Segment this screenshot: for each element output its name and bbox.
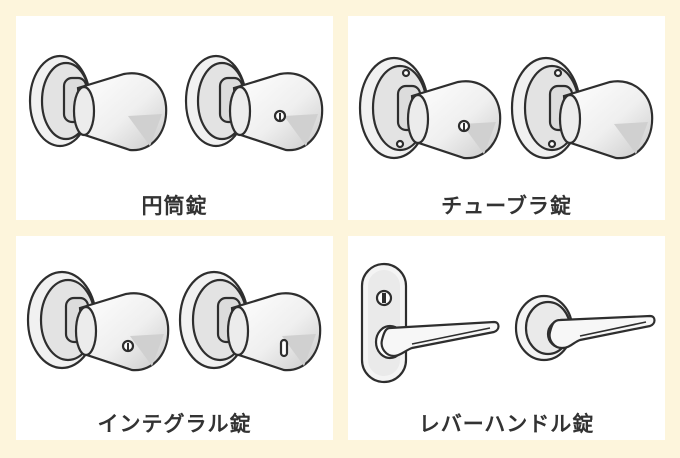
panel-lever-handle-lock: レバーハンドル錠	[348, 236, 665, 440]
panel-label: インテグラル錠	[97, 412, 252, 436]
integral-keyed-knob-icon	[26, 270, 170, 372]
integral-thumbturn-knob-icon	[178, 270, 322, 372]
cylindrical-knob-icon	[28, 54, 168, 152]
cylindrical-keyed-knob-icon	[184, 54, 324, 152]
panel-label: レバーハンドル錠	[418, 412, 595, 436]
tubular-keyed-knob-icon	[358, 56, 502, 160]
panel-label: 円筒錠	[141, 194, 208, 218]
panel-cylindrical-lock: 円筒錠	[16, 16, 333, 220]
panel-integral-lock: インテグラル錠	[16, 236, 333, 440]
lever-handle-backplate-icon	[360, 262, 500, 384]
panel-tubular-lock: チューブラ錠	[348, 16, 665, 220]
lever-handle-round-rose-icon	[514, 294, 656, 362]
panel-label: チューブラ錠	[441, 194, 572, 218]
tubular-knob-icon	[510, 56, 654, 160]
